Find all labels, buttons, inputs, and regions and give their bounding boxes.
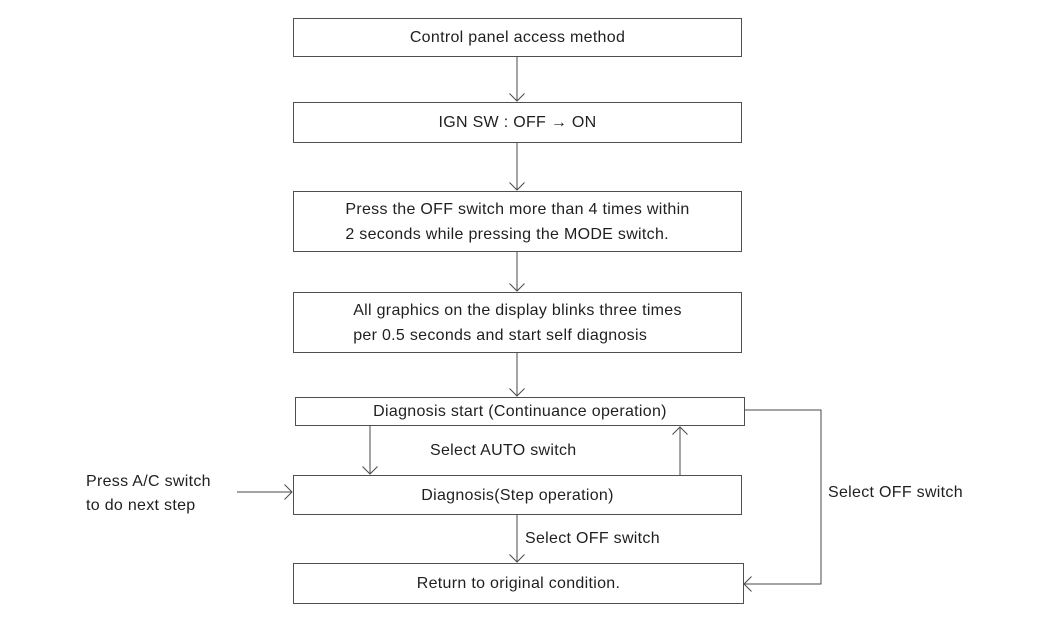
flow-box-diagnosis-start: Diagnosis start (Continuance operation) — [295, 397, 745, 426]
flow-box-line: All graphics on the display blinks three… — [353, 301, 682, 319]
edge-label-select-off-switch-bypass: Select OFF switch — [828, 484, 963, 501]
flow-box-ign-sw: IGN SW : OFF → ON — [293, 102, 742, 143]
edge-label-line: to do next step — [86, 497, 196, 514]
flow-box-label: Diagnosis(Step operation) — [421, 486, 614, 504]
arrow-box2-to-box3 — [509, 142, 525, 191]
edge-label-select-auto-switch: Select AUTO switch — [430, 442, 577, 459]
flow-box-line: per 0.5 seconds and start self diagnosis — [353, 326, 648, 344]
flow-box-label: Press the OFF switch more than 4 times w… — [345, 197, 689, 247]
edge-label-select-off-switch-step: Select OFF switch — [525, 530, 660, 547]
arrow-start-to-step — [362, 425, 378, 475]
edge-label-press-ac-switch: Press A/C switch to do next step — [86, 470, 211, 518]
flow-box-press-off-switch: Press the OFF switch more than 4 times w… — [293, 191, 742, 252]
arrow-press-ac-to-step — [237, 484, 293, 500]
flow-box-diagnosis-step: Diagnosis(Step operation) — [293, 475, 742, 515]
flow-box-display-blinks: All graphics on the display blinks three… — [293, 292, 742, 353]
flow-box-label: Control panel access method — [409, 29, 626, 46]
flow-box-label: All graphics on the display blinks three… — [353, 298, 682, 348]
flow-box-line: 2 seconds while pressing the MODE switch… — [345, 225, 669, 243]
flow-box-return-original: Return to original condition. — [293, 563, 744, 604]
flow-box-control-panel-access: Control panel access method — [293, 18, 742, 57]
arrow-box3-to-box4 — [509, 251, 525, 292]
arrow-start-to-return-bypass — [743, 409, 822, 592]
flow-box-label: IGN SW : OFF → ON — [438, 114, 597, 131]
arrow-step-to-start — [672, 426, 688, 475]
arrow-box4-to-box5 — [509, 352, 525, 397]
edge-label-line: Press A/C switch — [86, 473, 211, 490]
flow-box-label: Return to original condition. — [416, 575, 621, 592]
flow-box-label: Diagnosis start (Continuance operation) — [373, 403, 667, 420]
arrow-box1-to-box2 — [509, 56, 525, 102]
arrow-step-to-return — [509, 514, 525, 563]
flow-box-line: Press the OFF switch more than 4 times w… — [345, 200, 690, 218]
